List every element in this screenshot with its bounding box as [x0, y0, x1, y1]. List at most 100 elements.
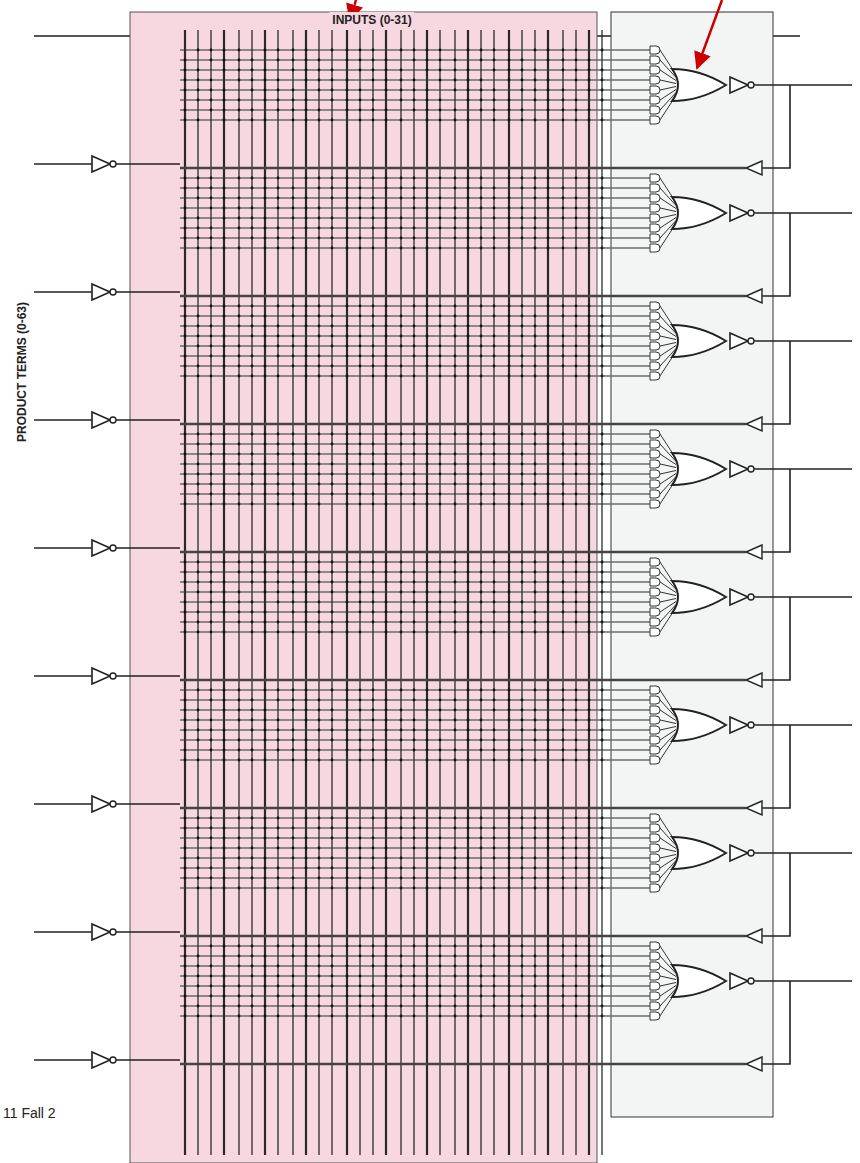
fuse-dot	[493, 631, 496, 634]
fuse-dot	[372, 699, 375, 702]
fuse-dot	[197, 227, 200, 230]
and-gate	[650, 194, 660, 202]
fuse-dot	[426, 217, 429, 220]
fuse-dot	[534, 227, 537, 230]
fuse-dot	[251, 719, 254, 722]
fuse-dot	[318, 119, 321, 122]
fuse-dot	[400, 345, 403, 348]
feedback-line	[180, 679, 746, 681]
fuse-dot	[521, 611, 524, 614]
fuse-dot	[588, 561, 591, 564]
output-wire	[754, 212, 852, 214]
fuse-dot	[292, 443, 295, 446]
fuse-dot	[467, 49, 470, 52]
fuse-dot	[601, 49, 604, 52]
fuse-dot	[346, 177, 349, 180]
fuse-dot	[251, 483, 254, 486]
fuse-dot	[601, 887, 604, 890]
fuse-dot	[223, 463, 226, 466]
fuse-dot	[305, 305, 308, 308]
fuse-dot	[305, 817, 308, 820]
fuse-dot	[372, 817, 375, 820]
fuse-dot	[385, 237, 388, 240]
fuse-dot	[385, 453, 388, 456]
fuse-dot	[305, 601, 308, 604]
fuse-dot	[454, 611, 457, 614]
fuse-dot	[346, 699, 349, 702]
fuse-dot	[588, 611, 591, 614]
fuse-dot	[547, 247, 550, 250]
input-column	[426, 30, 428, 1155]
fuse-dot	[534, 473, 537, 476]
fuse-dot	[277, 483, 280, 486]
fuse-dot	[251, 237, 254, 240]
product-term-line	[180, 611, 656, 613]
fuse-dot	[467, 1005, 470, 1008]
fuse-dot	[493, 247, 496, 250]
and-gate	[650, 342, 660, 350]
gate-wire	[660, 855, 676, 859]
fuse-dot	[493, 699, 496, 702]
fuse-dot	[480, 867, 483, 870]
fuse-dot	[210, 965, 213, 968]
fuse-dot	[331, 325, 334, 328]
fuse-dot	[426, 69, 429, 72]
fuse-dot	[277, 729, 280, 732]
fuse-dot	[521, 759, 524, 762]
fuse-dot	[184, 601, 187, 604]
fuse-dot	[197, 473, 200, 476]
fuse-dot	[372, 59, 375, 62]
fuse-dot	[439, 197, 442, 200]
fuse-dot	[264, 719, 267, 722]
product-term-line	[180, 867, 656, 869]
fuse-dot	[184, 965, 187, 968]
fuse-dot	[534, 965, 537, 968]
fuse-dot	[238, 59, 241, 62]
fuse-dot	[508, 493, 511, 496]
fuse-dot	[292, 119, 295, 122]
fuse-dot	[277, 581, 280, 584]
fuse-dot	[534, 99, 537, 102]
and-gate	[650, 824, 660, 832]
fuse-dot	[359, 1005, 362, 1008]
and-gate	[650, 578, 660, 586]
and-gate	[650, 430, 660, 438]
fuse-dot	[251, 817, 254, 820]
fuse-dot	[210, 689, 213, 692]
fuse-dot	[210, 985, 213, 988]
output-buffer	[730, 333, 748, 349]
and-gate	[650, 716, 660, 724]
fuse-dot	[346, 247, 349, 250]
fuse-dot	[562, 483, 565, 486]
fuse-dot	[426, 749, 429, 752]
input-column	[454, 30, 455, 1155]
fuse-dot	[601, 325, 604, 328]
fuse-dot	[426, 591, 429, 594]
fuse-dot	[264, 591, 267, 594]
fuse-dot	[264, 729, 267, 732]
fuse-dot	[305, 857, 308, 860]
fuse-dot	[331, 89, 334, 92]
fuse-dot	[359, 69, 362, 72]
and-gate	[650, 834, 660, 842]
fuse-dot	[372, 601, 375, 604]
fuse-dot	[467, 561, 470, 564]
fuse-dot	[547, 739, 550, 742]
fuse-dot	[493, 483, 496, 486]
fuse-dot	[210, 49, 213, 52]
fuse-dot	[346, 729, 349, 732]
fuse-dot	[197, 581, 200, 584]
fuse-dot	[292, 985, 295, 988]
fuse-dot	[318, 611, 321, 614]
fuse-dot	[588, 945, 591, 948]
fuse-dot	[359, 739, 362, 742]
fuse-dot	[426, 187, 429, 190]
fuse-dot	[197, 571, 200, 574]
fuse-dot	[346, 631, 349, 634]
fuse-dot	[480, 177, 483, 180]
fuse-dot	[426, 365, 429, 368]
fuse-dot	[318, 1005, 321, 1008]
fuse-dot	[346, 739, 349, 742]
fuse-dot	[426, 827, 429, 830]
fuse-dot	[534, 463, 537, 466]
